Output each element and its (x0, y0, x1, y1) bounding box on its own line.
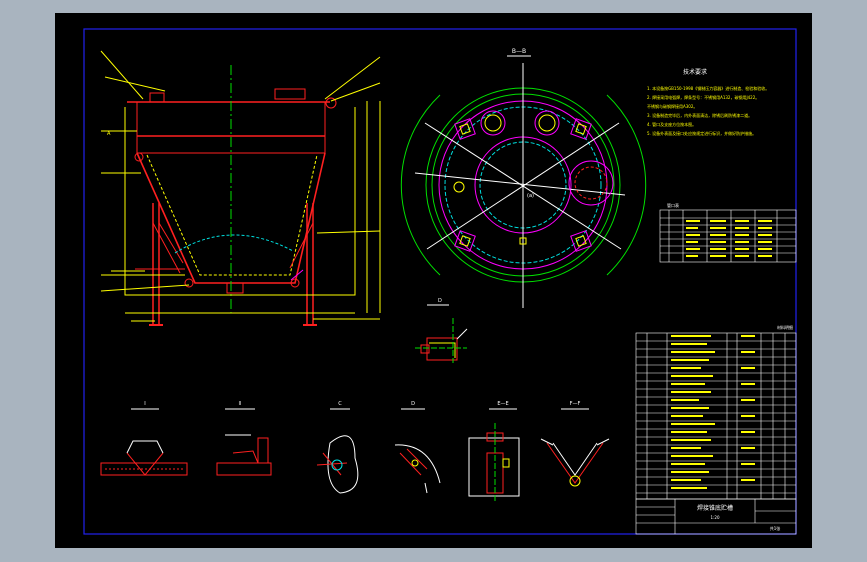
notes-title: 技术要求 (683, 68, 707, 76)
nozzle-table: 管口表 (659, 202, 797, 263)
detail-1: I (100, 401, 188, 476)
lug-pad-1 (454, 118, 476, 140)
top-nozzle-1 (274, 88, 306, 100)
top-view-header: B—B (512, 48, 526, 55)
front-view-section-mark: A (107, 131, 111, 137)
nozzle-circle-2 (534, 110, 560, 136)
detail-small: D (415, 298, 468, 363)
parts-list-header: 材料明细 (777, 324, 793, 330)
notes-line-1: 1. 本设备按GB150-1998《钢制压力容器》进行制造、检验和验收。 (647, 85, 769, 91)
cad-viewport[interactable]: A B—B (a) (55, 13, 812, 548)
front-view: A (100, 50, 381, 326)
top-nozzle-2 (149, 92, 165, 103)
notes-line-4: 3. 设备制造完毕后，内外表面清洁，除锈后刷防锈漆二道。 (647, 112, 752, 118)
detail-6-label: F—F (570, 401, 581, 407)
manhole (568, 160, 614, 206)
notes-line-5: 4. 管口及支座方位按本图。 (647, 121, 696, 127)
title-block: 焊接锥底贮槽 1:20 共1张 (635, 498, 797, 535)
drawing-title: 焊接锥底贮槽 (697, 504, 733, 512)
detail-5-label: E—E (497, 401, 508, 407)
cone-body (136, 152, 326, 284)
cad-drawing: A B—B (a) (83, 28, 797, 535)
detail-3: C (316, 401, 359, 494)
notes-line-6: 5. 设备外表面及接口处应按规定进行标识，并做好防护措施。 (647, 130, 756, 136)
detail-2: II (216, 401, 272, 476)
top-view-center-mark: (a) (527, 193, 534, 199)
detail-4-label: D (411, 401, 415, 407)
drawing-frame (83, 28, 797, 535)
lug-pad-2 (570, 118, 592, 140)
detail-4: D (394, 401, 441, 494)
detail-2-label: II (239, 401, 242, 407)
detail-1-label: I (144, 401, 145, 407)
detail-5: E—E (468, 401, 520, 503)
parts-list: 材料明细 (635, 324, 797, 500)
lug-pad-3 (454, 230, 476, 252)
detail-6: F—F (540, 401, 610, 487)
detail-3-label: C (338, 401, 342, 407)
detail-small-label: D (438, 298, 442, 304)
drawing-sheet: 共1张 (770, 525, 781, 531)
notes-line-2: 2. 焊接采用电弧焊，焊条型号：不锈钢用A132，碳钢用J422。 (647, 94, 759, 100)
nozzle-table-title: 管口表 (667, 202, 679, 208)
notes-line-3: 不锈钢与碳钢焊接用A302。 (647, 103, 697, 109)
drawing-scale: 1:20 (711, 515, 720, 520)
nozzle-circle-1 (480, 110, 506, 136)
technical-notes: 技术要求 1. 本设备按GB150-1998《钢制压力容器》进行制造、检验和验收… (647, 68, 769, 136)
lug-pad-4 (570, 230, 592, 252)
top-view: B—B (a) (400, 48, 647, 308)
